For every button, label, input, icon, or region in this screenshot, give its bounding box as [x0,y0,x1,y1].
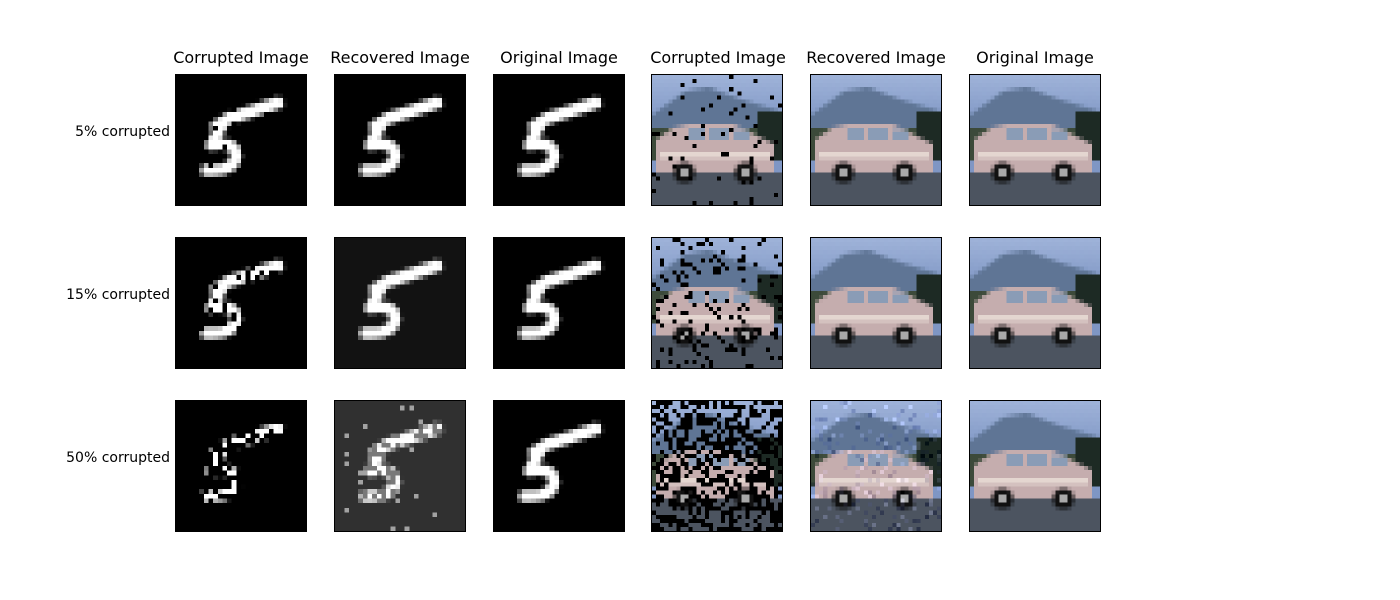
panel-r1-cifar-original [969,237,1101,369]
image-canvas [970,238,1100,368]
image-canvas [811,238,941,368]
col-title-mnist-recovered: Recovered Image [330,48,470,67]
panel-r2-cifar-original [969,400,1101,532]
image-canvas [811,75,941,205]
panel-r0-cifar-original [969,74,1101,206]
row-label-15: 15% corrupted [66,287,170,303]
panel-r2-mnist-recovered [334,400,466,532]
image-canvas [652,238,782,368]
panel-r1-mnist-corrupted [175,237,307,369]
image-canvas [652,75,782,205]
panel-r0-mnist-corrupted [175,74,307,206]
image-canvas [335,238,465,368]
image-canvas [494,401,624,531]
col-title-cifar-recovered: Recovered Image [806,48,946,67]
col-title-cifar-original: Original Image [976,48,1094,67]
panel-r1-cifar-corrupted [651,237,783,369]
panel-r0-mnist-recovered [334,74,466,206]
row-label-50: 50% corrupted [66,450,170,466]
panel-r2-mnist-corrupted [175,400,307,532]
panel-r0-cifar-corrupted [651,74,783,206]
image-canvas [970,401,1100,531]
panel-r1-cifar-recovered [810,237,942,369]
image-canvas [176,401,306,531]
panel-r1-mnist-recovered [334,237,466,369]
image-canvas [494,75,624,205]
panel-r0-cifar-recovered [810,74,942,206]
image-canvas [970,75,1100,205]
image-canvas [176,75,306,205]
panel-r2-mnist-original [493,400,625,532]
col-title-cifar-corrupted: Corrupted Image [650,48,786,67]
image-canvas [811,401,941,531]
panel-r0-mnist-original [493,74,625,206]
col-title-mnist-original: Original Image [500,48,618,67]
panel-r2-cifar-recovered [810,400,942,532]
panel-r1-mnist-original [493,237,625,369]
image-canvas [335,75,465,205]
image-canvas [652,401,782,531]
col-title-mnist-corrupted: Corrupted Image [173,48,309,67]
image-canvas [494,238,624,368]
image-canvas [176,238,306,368]
panel-r2-cifar-corrupted [651,400,783,532]
image-canvas [335,401,465,531]
row-label-5: 5% corrupted [75,124,170,140]
